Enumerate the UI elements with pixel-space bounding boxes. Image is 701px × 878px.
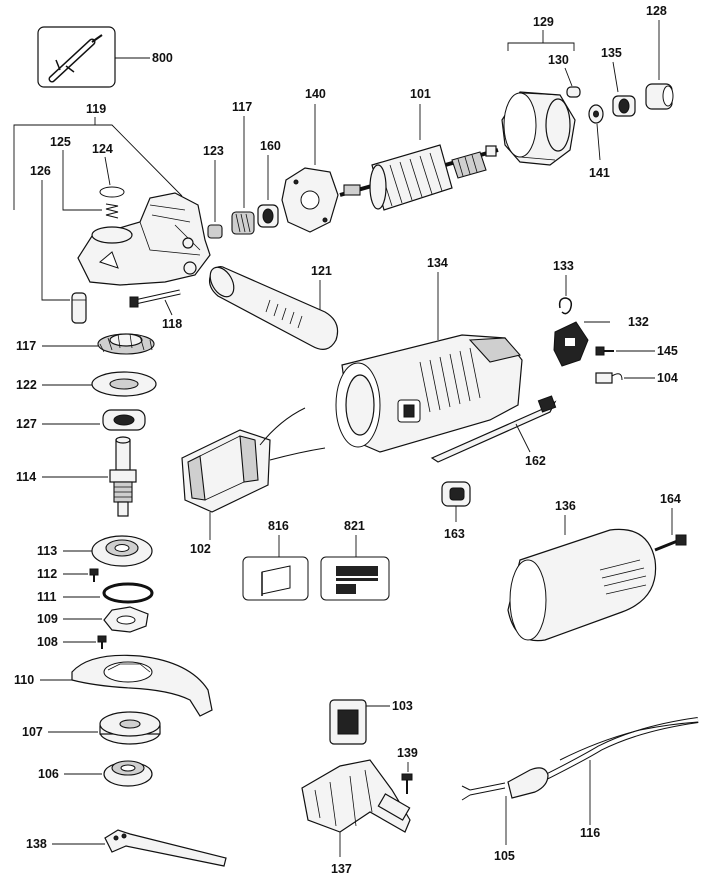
label-102: 102 [190,542,211,556]
part-126-pin [71,292,87,324]
label-132: 132 [628,315,649,329]
part-112-screw [89,568,99,582]
part-113-flange [91,535,153,567]
part-132-brush-holder [553,321,589,367]
part-123-nut [207,224,223,239]
label-114: 114 [16,470,36,484]
label-116: 116 [580,826,600,840]
label-162: 162 [525,454,546,468]
label-125: 125 [50,135,71,149]
part-103-switch [329,699,367,745]
label-101: 101 [410,87,431,101]
label-122: 122 [16,378,37,392]
part-162-strain-relief [430,395,557,463]
part-117-bevel-gear [97,333,155,355]
part-110-guard [71,654,213,717]
label-111: 111 [37,590,57,604]
part-135-bearing [612,95,636,117]
part-138-spanner [104,829,227,867]
label-107: 107 [22,725,43,739]
part-116-power-cord [538,717,699,783]
part-130-bushing [566,86,581,98]
part-102-field-stator [181,407,326,513]
label-133: 133 [553,259,574,273]
label-163: 163 [444,527,465,541]
label-110: 110 [14,673,34,687]
part-119-gear-housing [77,192,211,286]
part-106-outer-nut [103,760,153,787]
label-118: 118 [162,317,182,331]
label-164: 164 [660,492,681,506]
part-160-bearing [257,204,279,228]
label-800: 800 [152,51,173,65]
label-127: 127 [16,417,37,431]
part-137-switch-housing [301,759,411,833]
label-126: 126 [30,164,51,178]
part-108-screw [97,635,107,649]
grease-tube-icon [48,34,103,83]
part-129-bearing-housing [501,91,576,166]
label-119: 119 [86,102,106,116]
label-105: 105 [494,849,515,863]
label-129: 129 [533,15,554,29]
part-124-retaining-ring [99,186,125,198]
part-109-lock-plate [103,606,149,633]
part-127-bearing [102,409,146,431]
label-104: 104 [657,371,678,385]
label-136: 136 [555,499,576,513]
label-108: 108 [37,635,58,649]
part-800-grease-tube [37,26,150,88]
label-141: 141 [589,166,610,180]
part-105-cord-guard [461,767,549,801]
label-130: 130 [548,53,569,67]
part-145-screw [595,346,614,356]
part-140-baffle [281,167,339,233]
part-128-sleeve [645,83,674,110]
part-118-screw [129,289,181,308]
label-106: 106 [38,767,59,781]
label-113: 113 [37,544,57,558]
part-111-ring [102,582,154,604]
label-137: 137 [331,862,352,876]
label-135: 135 [601,46,622,60]
part-141-washer [588,104,604,124]
part-121-side-handle [208,266,339,350]
part-136-end-cap [507,528,657,642]
label-123: 123 [203,144,224,158]
part-133-spring [558,297,573,315]
part-134-motor-housing [335,334,523,453]
rating-plate-icon [336,566,378,594]
label-134: 134 [427,256,448,270]
label-117-top: 117 [232,100,252,114]
part-101-armature [339,144,499,211]
label-821: 821 [344,519,365,533]
label-121: 121 [311,264,332,278]
label-128: 128 [646,4,667,18]
label-139: 139 [397,746,418,760]
part-114-spindle [109,436,137,517]
label-sticker-icon [261,565,291,596]
label-145: 145 [657,344,678,358]
part-104-carbon-brush [595,372,623,384]
label-140: 140 [305,87,326,101]
part-163-switch-button [441,481,471,507]
part-125-spring [105,203,119,219]
label-103: 103 [392,699,413,713]
label-138: 138 [26,837,47,851]
part-107-inner-flange [99,711,161,745]
part-117-pinion [231,211,255,235]
label-816: 816 [268,519,289,533]
label-109: 109 [37,612,58,626]
part-122-bearing-plate [91,371,157,397]
label-117-bevel: 117 [16,339,36,353]
label-124: 124 [92,142,113,156]
part-139-screw [401,773,413,794]
label-160: 160 [260,139,281,153]
part-164-screw [654,534,687,552]
label-112: 112 [37,567,57,581]
warning-triangle-icon [98,251,119,269]
